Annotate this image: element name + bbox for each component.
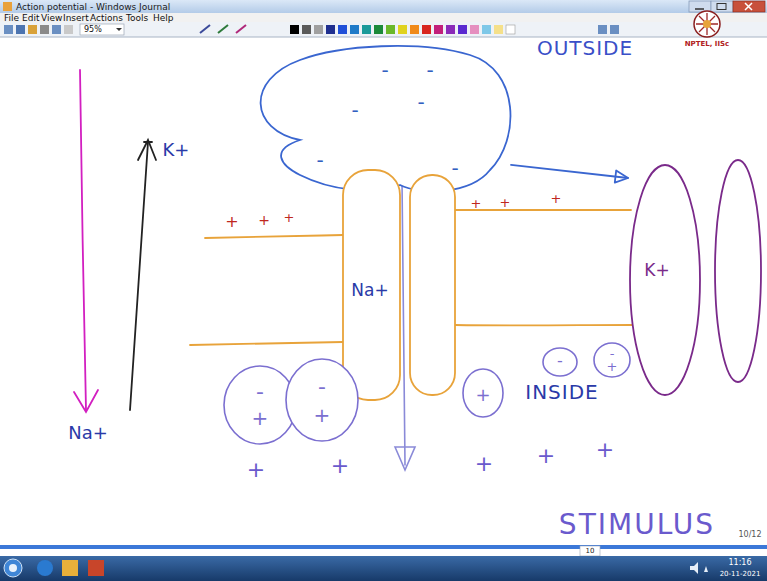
menu-bar bbox=[0, 13, 767, 22]
charge-sign: + bbox=[475, 386, 490, 404]
charge-sign: + bbox=[475, 453, 493, 475]
page-number: 10 bbox=[586, 548, 595, 555]
charged-particle-outline bbox=[284, 357, 360, 443]
sodium-channel: Na+ bbox=[340, 165, 460, 405]
stimulus-label: STIMULUS bbox=[559, 511, 715, 539]
app-icon bbox=[3, 2, 12, 11]
charge-sign: + bbox=[607, 360, 618, 373]
ion-label: K+ bbox=[644, 262, 669, 279]
nptel-logo bbox=[694, 11, 720, 37]
charge-sign: - bbox=[610, 347, 615, 360]
logo-caption: NPTEL, IISc bbox=[685, 41, 730, 48]
charge-sign: - bbox=[316, 150, 323, 170]
clock-date: 20-11-2021 bbox=[720, 571, 761, 578]
taskbar bbox=[0, 556, 767, 581]
charge-sign: + bbox=[331, 455, 349, 477]
charge-sign: + bbox=[551, 192, 562, 205]
sodium-flow-arrow bbox=[74, 70, 98, 412]
page-counter: 10/12 bbox=[738, 531, 761, 539]
menu-item: Actions bbox=[90, 13, 123, 22]
charge-sign: - bbox=[381, 60, 388, 80]
ion-label: Na+ bbox=[351, 282, 388, 299]
page-box bbox=[580, 546, 600, 556]
ion-label: Na+ bbox=[68, 424, 108, 442]
potassium-flow-arrow bbox=[130, 140, 156, 410]
menu-item: Insert bbox=[63, 13, 89, 22]
menu-item: Tools bbox=[126, 13, 148, 22]
charge-sign: + bbox=[225, 214, 238, 230]
window-buttons bbox=[689, 1, 765, 12]
region-label: INSIDE bbox=[525, 382, 599, 402]
charge-sign: + bbox=[314, 405, 331, 425]
charge-sign: + bbox=[247, 459, 265, 481]
color-swatches bbox=[290, 25, 619, 34]
charge-sign: - bbox=[426, 60, 433, 80]
menu-item: View bbox=[41, 13, 62, 22]
flow-arrow bbox=[511, 165, 628, 183]
charge-sign: + bbox=[500, 196, 511, 209]
charge-sign: + bbox=[252, 408, 269, 428]
clock-time: 11:16 bbox=[728, 559, 751, 567]
charged-particle: -+ bbox=[592, 341, 632, 379]
menu-item: File bbox=[4, 13, 19, 22]
toolbar bbox=[0, 22, 767, 37]
toolbar-icons bbox=[4, 24, 246, 35]
potassium-channel-outline bbox=[625, 158, 765, 406]
charged-particle: - bbox=[541, 346, 579, 378]
charged-particle: + bbox=[461, 367, 505, 419]
charge-sign: - bbox=[451, 158, 458, 178]
potassium-channel: K+ bbox=[625, 158, 765, 406]
charge-sign: + bbox=[596, 439, 614, 461]
charge-sign: - bbox=[557, 353, 563, 369]
title-bar bbox=[0, 0, 767, 13]
charge-sign: + bbox=[537, 445, 555, 467]
region-label: OUTSIDE bbox=[537, 38, 633, 58]
menu-item: Edit bbox=[22, 13, 39, 22]
charge-sign: + bbox=[471, 197, 482, 210]
menu-item: Help bbox=[153, 13, 174, 22]
charged-particle: -+ bbox=[284, 357, 360, 443]
window-title: Action potential - Windows Journal bbox=[16, 3, 170, 12]
charge-sign: - bbox=[417, 92, 424, 112]
charge-sign: + bbox=[258, 213, 270, 227]
charge-sign: + bbox=[284, 211, 295, 224]
taskbar-icons bbox=[4, 559, 708, 577]
ion-label: K+ bbox=[163, 141, 190, 159]
zoom-level: 95% bbox=[84, 26, 102, 34]
status-band bbox=[0, 545, 767, 549]
charge-sign: - bbox=[318, 376, 326, 398]
charge-sign: - bbox=[351, 100, 358, 120]
charge-sign: - bbox=[256, 381, 264, 403]
